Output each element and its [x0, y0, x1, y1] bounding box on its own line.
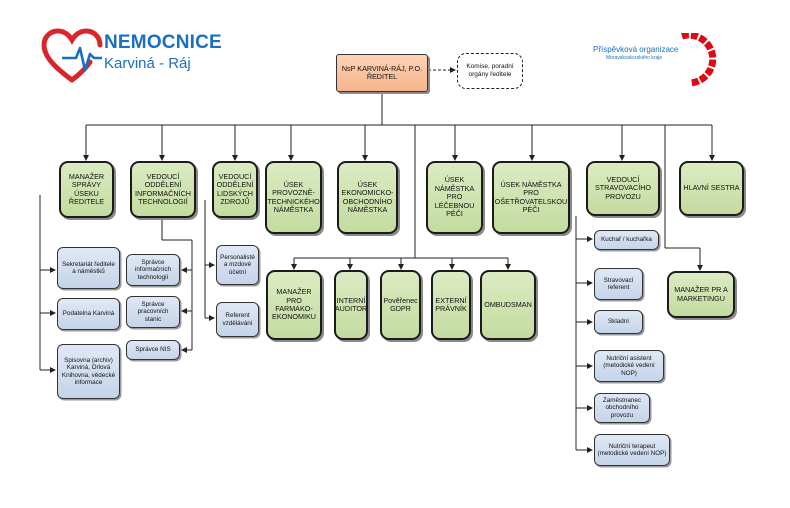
sub-nutrition-assistant: Nutriční asistent (metodické vedení NOP) — [594, 350, 664, 382]
director-title: NsP KARVINÁ-RÁJ, P.O. — [341, 63, 423, 73]
committee-box: Komise, poradní orgány ředitele — [457, 53, 523, 89]
sub-hr-payroll: Personalisté a mzdové účetní — [216, 245, 259, 285]
logo-subtitle: Karviná - Ráj — [104, 55, 191, 72]
unit-internal-auditor: INTERNÍ AUDITOR — [334, 270, 368, 340]
unit-gdpr: Pověřenec GDPR — [380, 270, 421, 340]
sub-training-officer: Referent vzdělávání — [216, 302, 259, 337]
sub-shop-employee: Zaměstnanec obchodního provozu — [594, 393, 650, 423]
region-ring-logo-icon — [681, 33, 717, 87]
sub-archive-library: Spisovna (archiv) Karviná, Orlová Knihov… — [57, 344, 120, 399]
unit-ombudsman: OMBUDSMAN — [480, 270, 536, 340]
org-logo-line1: Příspěvková organizace — [593, 45, 679, 54]
unit-nursing-deputy: ÚSEK NÁMĚSTKA PRO OŠETŘOVATELSKOU PÉČI — [492, 161, 570, 234]
sub-secretariat: Sekretariát ředitele a náměstků — [57, 247, 120, 289]
org-logo-line2: Moravskoslezského kraje — [606, 55, 663, 61]
director-box: NsP KARVINÁ-RÁJ, P.O. ŘEDITEL — [336, 54, 428, 92]
unit-external-lawyer: EXTERNÍ PRÁVNÍK — [431, 270, 471, 340]
unit-office-manager: MANAŽER SPRÁVY ÚSEKU ŘEDITELE — [59, 161, 114, 218]
unit-economic-deputy: ÚSEK EKONOMICKO-OBCHODNÍHO NÁMĚSTKA — [337, 161, 398, 234]
unit-catering-head: VEDOUCÍ STRAVOVACÍHO PROVOZU — [586, 161, 660, 216]
unit-head-nurse: HLAVNÍ SESTRA — [679, 161, 744, 216]
sub-nutrition-therapist: Nutriční terapeut (metodické vedení NOP) — [594, 434, 670, 466]
sub-cook: Kuchař / kuchařka — [594, 230, 659, 250]
sub-nis-admin: Správce NIS — [126, 340, 180, 360]
sub-registry: Podatelna Karviná — [57, 298, 120, 330]
unit-hr-head: VEDOUCÍ ODDĚLENÍ LIDSKÝCH ZDROJŮ — [212, 161, 258, 218]
logo-title: NEMOCNICE — [104, 32, 222, 53]
sub-storekeeper: Skladní — [594, 310, 643, 334]
unit-operations-deputy: ÚSEK PROVOZNĚ-TECHNICKÉHO NÁMĚSTKA — [265, 161, 322, 234]
unit-medical-deputy: ÚSEK NÁMĚSTKA PRO LÉČEBNOU PÉČI — [426, 161, 483, 234]
sub-workstation-admin: Správce pracovních stanic — [126, 296, 180, 328]
sub-it-admin: Správce informačních technologií — [126, 254, 180, 286]
unit-pharmacoeconomics: MANAŽER PRO FARMAKO-EKONOMIKU — [266, 270, 322, 340]
unit-pr-manager: MANAŽER PR A MARKETINGU — [667, 271, 735, 318]
hospital-heart-logo-icon — [41, 28, 103, 83]
unit-it-head: VEDOUCÍ ODDĚLENÍ INFORMAČNÍCH TECHNOLOGI… — [130, 161, 196, 218]
sub-catering-officer: Stravovací referent — [594, 268, 643, 300]
director-role: ŘEDITEL — [366, 72, 398, 81]
